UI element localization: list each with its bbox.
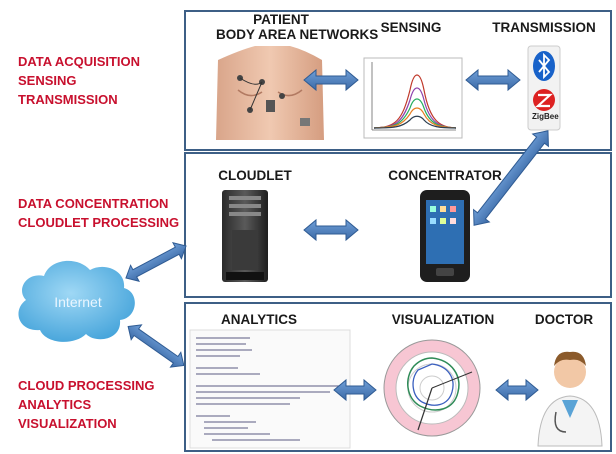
patient-title-line1: PATIENT [253, 12, 309, 27]
analytics-title: ANALYTICS [220, 312, 297, 327]
concentration-labels: DATA CONCENTRATION CLOUDLET PROCESSING [18, 194, 179, 232]
zigbee-label: ZigBee [532, 112, 559, 121]
label-transmission: TRANSMISSION [18, 92, 118, 107]
patient-title: PATIENT BODY AREA NETWORKS [216, 12, 379, 42]
label-visualization: VISUALIZATION [18, 416, 117, 431]
label-cloudlet-processing: CLOUDLET PROCESSING [18, 215, 180, 230]
sensing-chart-image [363, 57, 463, 139]
label-cloud-processing: CLOUD PROCESSING [18, 378, 155, 393]
visualization-title: VISUALIZATION [391, 312, 495, 327]
internet-label: Internet [54, 294, 102, 310]
cloudlet-server-image [222, 190, 268, 282]
cloudlet-title: CLOUDLET [218, 168, 292, 183]
arrow-sensing-transmission [465, 68, 521, 92]
arrow-doctor-visualization [495, 378, 539, 402]
label-sensing: SENSING [18, 73, 77, 88]
cloud-labels: CLOUD PROCESSING ANALYTICS VISUALIZATION [18, 376, 155, 433]
arrow-cloudlet-concentrator [303, 218, 359, 242]
arrow-cloud-cloudlet [125, 242, 187, 282]
arrow-cloud-analytics [127, 324, 185, 368]
internet-cloud-icon [18, 260, 135, 342]
arrow-analytics-visualization [333, 378, 377, 402]
patient-body-image [216, 46, 324, 140]
sensing-title: SENSING [380, 20, 442, 35]
arrow-patient-sensing [303, 68, 359, 92]
transmission-title: TRANSMISSION [492, 20, 596, 35]
bluetooth-icon [527, 45, 561, 131]
analytics-code-image [189, 329, 351, 449]
acquisition-labels: DATA ACQUISITION SENSING TRANSMISSION [18, 52, 140, 109]
concentrator-phone-image [420, 190, 470, 282]
doctor-title: DOCTOR [534, 312, 594, 327]
arrow-transmission-concentrator [473, 130, 549, 226]
visualization-polar-plot [383, 339, 481, 437]
patient-title-line2: BODY AREA NETWORKS [216, 27, 379, 42]
label-data-acquisition: DATA ACQUISITION [18, 54, 141, 69]
label-data-concentration: DATA CONCENTRATION [18, 196, 169, 211]
concentrator-title: CONCENTRATOR [388, 168, 502, 183]
zigbee-icon [533, 89, 555, 111]
label-analytics: ANALYTICS [18, 397, 92, 412]
doctor-icon [537, 351, 603, 447]
